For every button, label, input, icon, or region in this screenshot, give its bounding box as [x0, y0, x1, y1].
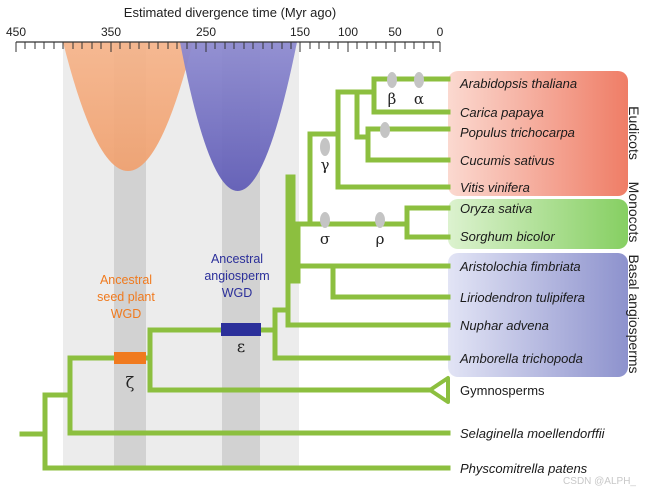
- gamma-label: γ: [321, 156, 330, 174]
- angio-wgd-distribution: [180, 42, 297, 191]
- angio-wgd-line-1: Ancestral: [211, 252, 263, 266]
- zeta-label: ζ: [126, 373, 135, 392]
- taxon-label: Populus trichocarpa: [460, 125, 575, 140]
- watermark: CSDN @ALPH_: [563, 476, 636, 487]
- axis-title: Estimated divergence time (Myr ago): [124, 5, 336, 20]
- tick-label-50: 50: [388, 25, 402, 39]
- polyploidy-event-markers: [320, 72, 424, 228]
- taxon-label: Cucumis sativus: [460, 153, 555, 168]
- taxon-label: Vitis vinifera: [460, 180, 530, 195]
- beta-marker: [387, 72, 397, 88]
- beta-label: β: [388, 90, 397, 108]
- seed-wgd-line-1: Ancestral: [100, 273, 152, 287]
- alpha-marker: [414, 72, 424, 88]
- seed-wgd-distribution: [63, 42, 193, 171]
- basal-angiosperms-box: [448, 253, 628, 377]
- alpha-label: α: [414, 90, 424, 108]
- taxon-label: Selaginella moellendorffii: [460, 426, 606, 441]
- tick-label-350: 350: [101, 25, 121, 39]
- eudicots-group-label: Eudicots: [626, 106, 642, 160]
- tick-label-0: 0: [437, 25, 444, 39]
- rho-marker: [375, 212, 385, 228]
- monocots-box: [448, 199, 628, 249]
- seed-wgd-line-3: WGD: [111, 307, 142, 321]
- cucurbit-marker: [380, 122, 390, 138]
- taxon-labels: Arabidopsis thaliana Carica papaya Popul…: [459, 76, 606, 476]
- angio-wgd-line-2: angiosperm: [204, 269, 269, 283]
- gymnosperms-clade-triangle: [428, 376, 450, 404]
- angio-wgd-line-3: WGD: [222, 286, 253, 300]
- monocots-group-label: Monocots: [626, 182, 642, 243]
- angiosperm-wgd-annotation: Ancestral angiosperm WGD: [204, 252, 269, 300]
- taxon-label: Nuphar advena: [460, 318, 549, 333]
- phylogenetic-tree: [19, 76, 451, 471]
- taxon-label: Liriodendron tulipifera: [460, 290, 585, 305]
- taxon-label: Amborella trichopoda: [459, 351, 583, 366]
- sigma-marker: [320, 212, 330, 228]
- taxon-label: Arabidopsis thaliana: [459, 76, 577, 91]
- gamma-marker: [320, 138, 330, 156]
- epsilon-wgd-marker: [221, 323, 261, 336]
- seed-plant-wgd-annotation: Ancestral seed plant WGD: [97, 273, 155, 321]
- seed-wgd-line-2: seed plant: [97, 290, 155, 304]
- tick-label-450: 450: [6, 25, 26, 39]
- tick-label-150: 150: [290, 25, 310, 39]
- sigma-label: σ: [320, 230, 330, 248]
- taxon-label: Aristolochia fimbriata: [459, 259, 581, 274]
- eudicots-box: [448, 71, 628, 196]
- taxon-label: Gymnosperms: [460, 383, 545, 398]
- rho-label: ρ: [376, 230, 385, 248]
- taxon-label: Oryza sativa: [460, 201, 532, 216]
- tick-label-250: 250: [196, 25, 216, 39]
- basal-angiosperms-group-label: Basal angiosperms: [626, 254, 642, 373]
- taxon-label: Sorghum bicolor: [460, 229, 555, 244]
- epsilon-label: ε: [237, 337, 245, 356]
- taxon-label: Carica papaya: [460, 105, 544, 120]
- zeta-wgd-marker: [114, 352, 146, 364]
- axis-ticks: [15, 42, 441, 52]
- tick-label-100: 100: [338, 25, 358, 39]
- taxon-label: Physcomitrella patens: [460, 461, 588, 476]
